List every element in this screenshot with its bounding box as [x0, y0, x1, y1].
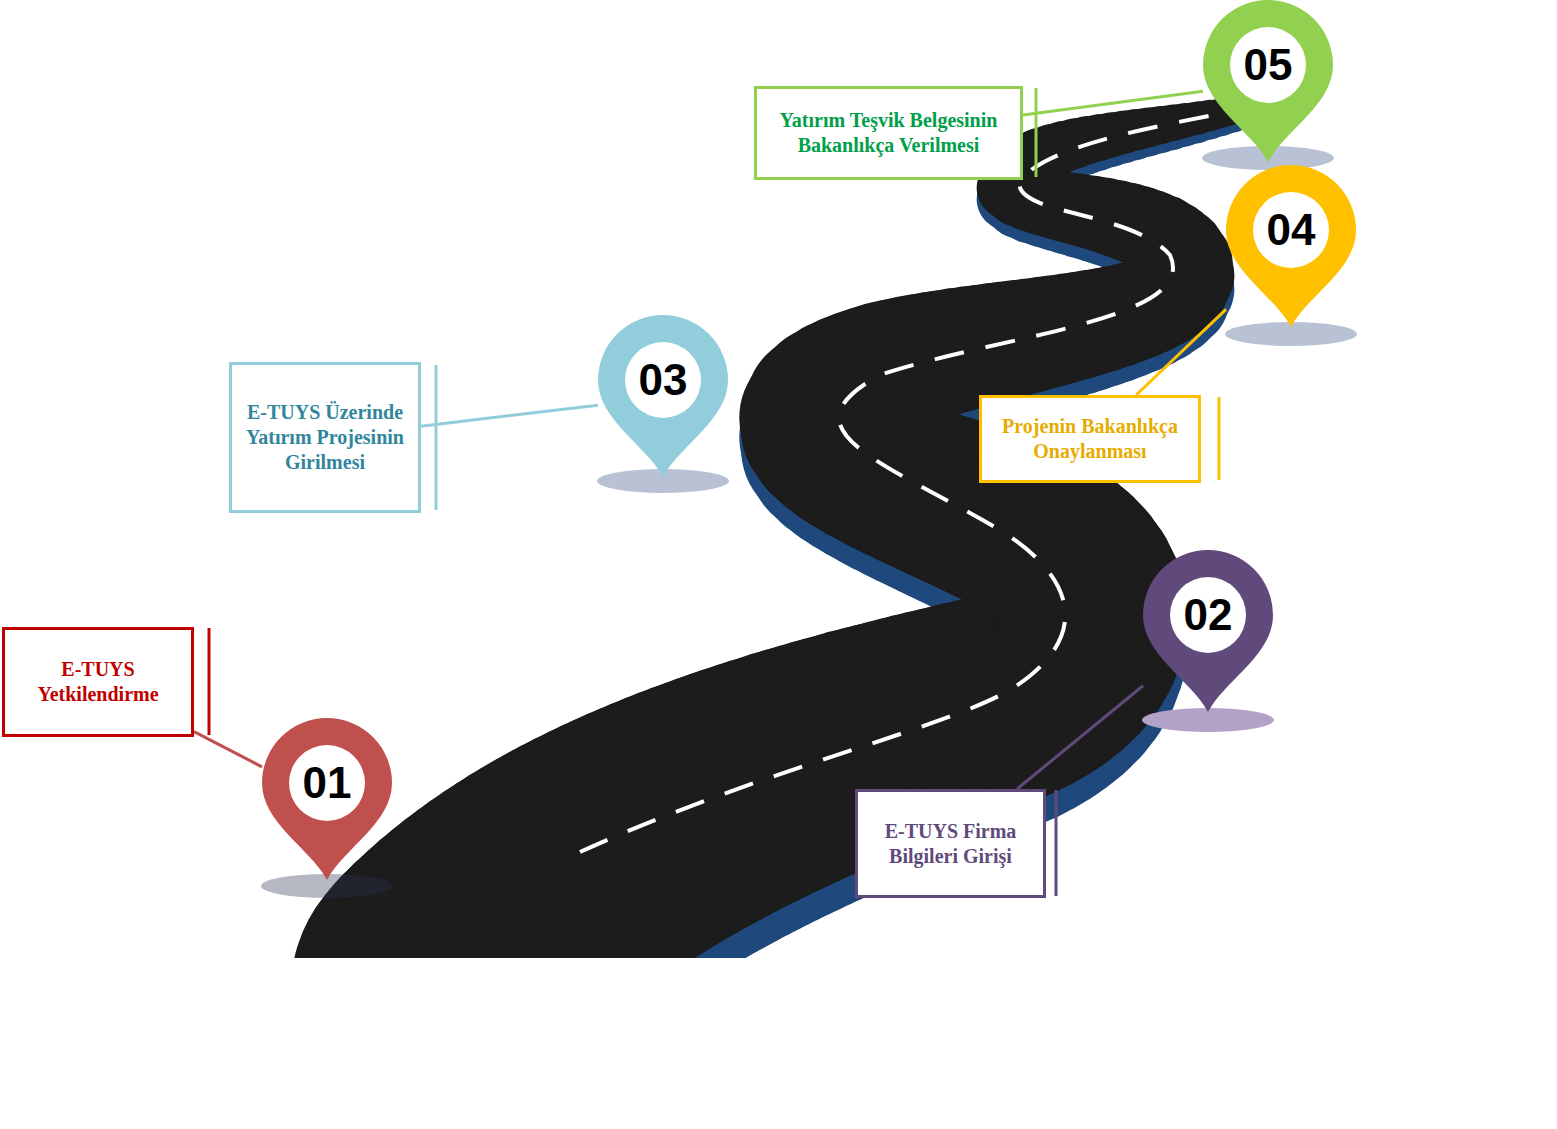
step-box: E-TUYS Yetkilendirme: [2, 627, 194, 737]
map-pin: 05: [1203, 0, 1333, 165]
step-label: Yatırım Teşvik Belgesinin Bakanlıkça Ver…: [757, 108, 1020, 158]
step-box: E-TUYS Firma Bilgileri Girişi: [855, 789, 1046, 898]
step-label: E-TUYS Yetkilendirme: [5, 657, 191, 707]
leader-line: [1136, 309, 1226, 395]
callout-number: 03: [598, 353, 728, 407]
callout-number: 02: [1143, 588, 1273, 642]
map-pin: 04: [1226, 165, 1356, 330]
step-box: Projenin Bakanlıkça Onaylanması: [979, 395, 1201, 483]
leader-line: [1023, 91, 1203, 115]
step-label: Projenin Bakanlıkça Onaylanması: [982, 414, 1198, 464]
map-pin: 01: [262, 718, 392, 883]
step-box: E-TUYS Üzerinde Yatırım Projesinin Giril…: [229, 362, 421, 513]
step-label: E-TUYS Firma Bilgileri Girişi: [858, 819, 1043, 869]
map-pin: 03: [598, 315, 728, 480]
callout-number: 05: [1203, 38, 1333, 92]
leader-line: [194, 732, 262, 767]
step-box: Yatırım Teşvik Belgesinin Bakanlıkça Ver…: [754, 86, 1023, 180]
callout-number: 04: [1226, 203, 1356, 257]
step-label: E-TUYS Üzerinde Yatırım Projesinin Giril…: [232, 400, 418, 475]
leader-line: [1017, 686, 1143, 789]
map-pin: 02: [1143, 550, 1273, 715]
callout-number: 01: [262, 756, 392, 810]
leader-line: [421, 405, 598, 426]
